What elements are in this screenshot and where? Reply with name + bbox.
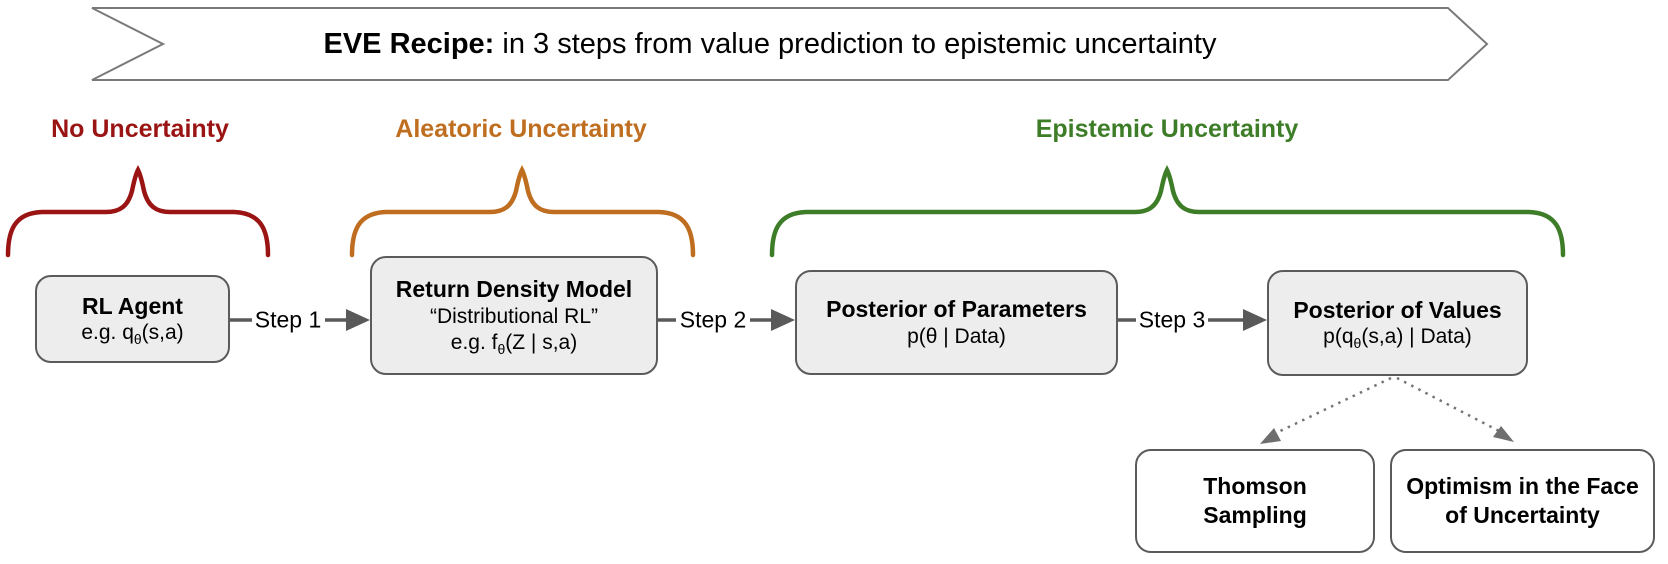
node-thomson-sampling: Thomson Sampling [1135, 449, 1375, 553]
node-optimism-in-the-face-of-uncertainty: Optimism in the Face of Uncertainty [1390, 449, 1655, 553]
dotted-arrow-to-thomson [1273, 376, 1392, 436]
posterior-values-title: Posterior of Values [1293, 296, 1502, 323]
posterior-values-formula: p(qθ(s,a) | Data) [1323, 324, 1472, 350]
return-density-formula: e.g. fθ(Z | s,a) [451, 330, 577, 356]
thomson-sampling-title: Thomson Sampling [1203, 473, 1307, 528]
step-2-arrowhead-icon [771, 309, 795, 331]
posterior-parameters-formula: p(θ | Data) [907, 324, 1006, 348]
step-3-arrowhead-icon [1243, 309, 1267, 331]
banner-title: EVE Recipe: in 3 steps from value predic… [92, 28, 1448, 61]
node-return-density-model: Return Density Model “Distributional RL”… [370, 256, 658, 375]
posterior-values-formula-sub: θ [1353, 335, 1362, 352]
section-label-no-uncertainty: No Uncertainty [51, 115, 229, 143]
section-label-epistemic-uncertainty: Epistemic Uncertainty [1036, 115, 1299, 143]
rl-agent-formula: e.g. qθ(s,a) [81, 320, 183, 346]
dotted-arrow-to-optimism [1396, 376, 1500, 433]
step-2-label: Step 2 [679, 306, 747, 333]
section-label-aleatoric-uncertainty: Aleatoric Uncertainty [395, 115, 647, 143]
posterior-parameters-title: Posterior of Parameters [826, 296, 1087, 322]
aleatoric-uncertainty-brace [349, 164, 696, 258]
banner-title-rest: in 3 steps from value prediction to epis… [494, 28, 1217, 60]
posterior-values-formula-post: (s,a) | Data) [1361, 325, 1472, 349]
step-1-arrowhead-icon [346, 309, 370, 331]
thomson-arrowhead-icon [1260, 428, 1281, 444]
rl-agent-formula-post: (s,a) [141, 321, 184, 345]
step-3-label: Step 3 [1138, 306, 1206, 333]
node-posterior-of-values: Posterior of Values p(qθ(s,a) | Data) [1267, 270, 1528, 376]
optimism-arrowhead-icon [1493, 426, 1514, 442]
rl-agent-formula-pre: e.g. q [81, 321, 134, 345]
optimism-title: Optimism in the Face of Uncertainty [1406, 473, 1639, 528]
step-1-label: Step 1 [254, 306, 322, 333]
no-uncertainty-brace [5, 164, 271, 258]
posterior-values-formula-pre: p(q [1323, 325, 1354, 349]
return-density-formula-pre: e.g. f [450, 330, 498, 354]
return-density-formula-post: (Z | s,a) [505, 330, 578, 354]
banner-title-bold: EVE Recipe: [323, 28, 495, 60]
rl-agent-title: RL Agent [82, 292, 183, 319]
epistemic-uncertainty-brace [769, 164, 1566, 258]
return-density-formula-sub: θ [497, 341, 506, 358]
return-density-title: Return Density Model [395, 275, 633, 302]
return-density-subtitle: “Distributional RL” [429, 304, 599, 328]
node-rl-agent: RL Agent e.g. qθ(s,a) [35, 275, 230, 363]
node-posterior-of-parameters: Posterior of Parameters p(θ | Data) [795, 270, 1118, 375]
banner-chevron-shape [91, 7, 1489, 81]
rl-agent-formula-sub: θ [133, 331, 142, 348]
